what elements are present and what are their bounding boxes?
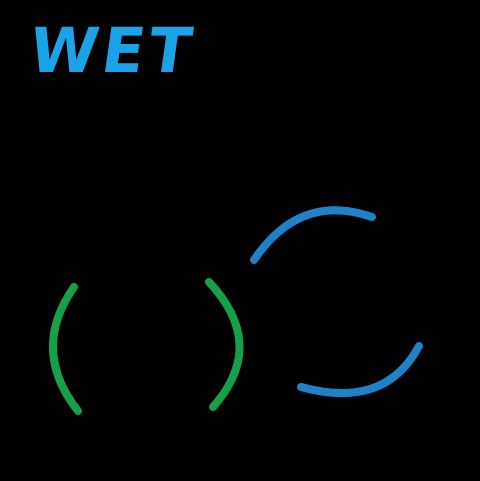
blue-upper-arc	[250, 206, 376, 264]
green-right-parenthesis-arc	[205, 278, 244, 411]
blue-lower-arc	[297, 342, 423, 397]
green-left-parenthesis-arc	[48, 283, 82, 415]
